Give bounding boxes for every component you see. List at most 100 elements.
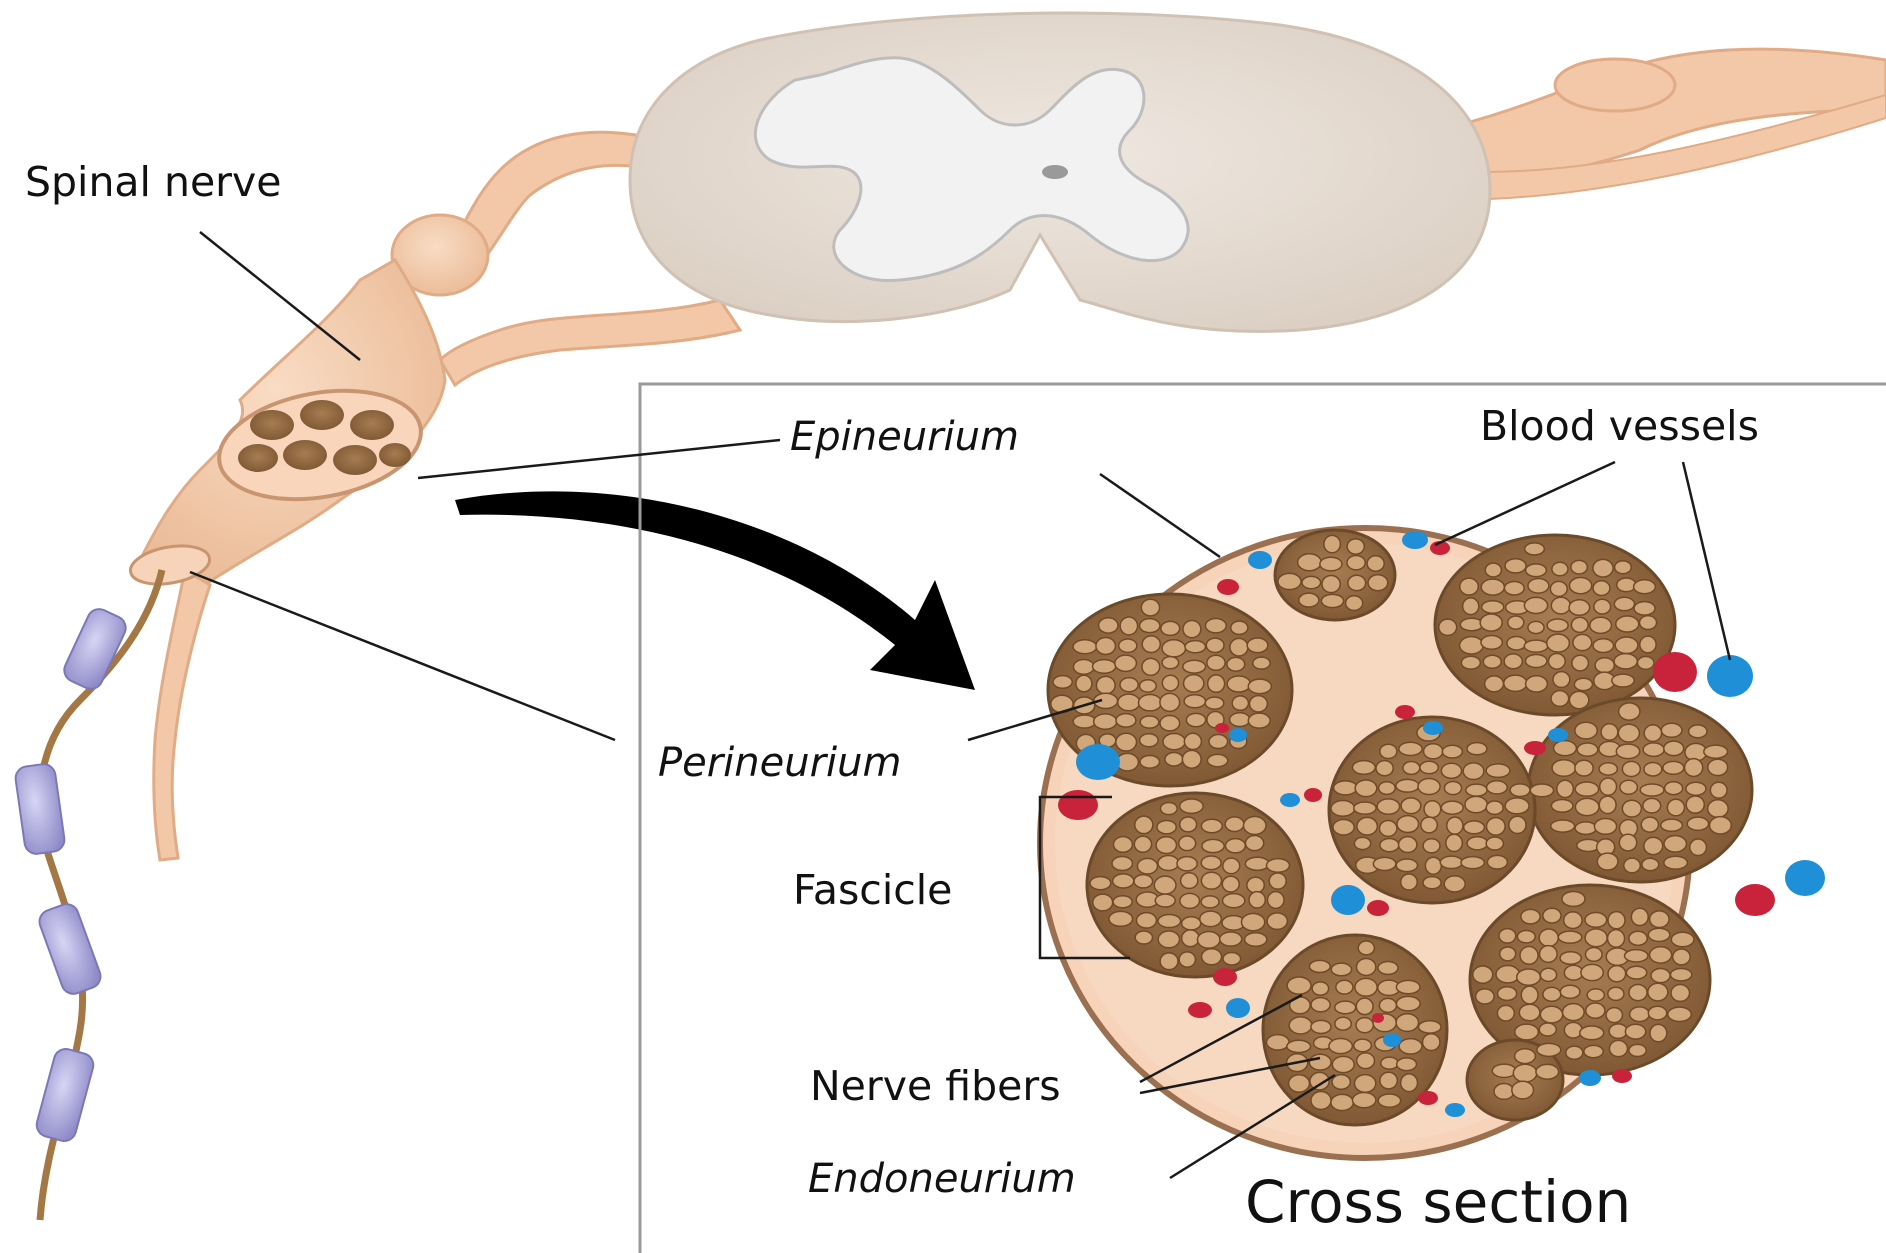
- nerve-fiber: [1519, 1004, 1540, 1021]
- nerve-fiber: [1640, 616, 1657, 630]
- label-endoneurium: Endoneurium: [808, 1156, 1076, 1202]
- nerve-fiber: [1513, 1064, 1537, 1082]
- vein: [1248, 551, 1272, 569]
- nerve-fiber: [1622, 761, 1640, 776]
- nerve-fiber: [1287, 1040, 1311, 1052]
- nerve-fiber: [1539, 929, 1558, 947]
- nerve-fiber: [1115, 655, 1137, 671]
- nerve-fiber: [1460, 618, 1483, 631]
- nerve-fiber: [1465, 796, 1487, 812]
- nerve-fiber: [1620, 780, 1638, 794]
- nerve-fiber: [1209, 735, 1228, 749]
- nerve-fiber: [1461, 857, 1484, 869]
- nerve-fiber: [1595, 658, 1614, 673]
- nerve-fiber: [1347, 555, 1365, 569]
- nerve-fiber: [1140, 680, 1157, 692]
- nerve-fiber: [1401, 1074, 1418, 1092]
- nerve-fiber: [1333, 820, 1354, 835]
- nerve-fiber: [1161, 621, 1180, 635]
- nerve-fiber: [1289, 1017, 1312, 1034]
- nerve-fiber: [1201, 896, 1219, 908]
- vein: [1226, 998, 1250, 1018]
- nerve-fiber: [1648, 928, 1670, 941]
- nerve-fiber: [1331, 801, 1355, 817]
- nerve-fiber: [1158, 931, 1179, 948]
- nerve-fiber: [1423, 877, 1441, 889]
- nerve-fiber: [1073, 640, 1097, 654]
- nerve-fiber: [1667, 799, 1684, 816]
- nerve-fiber: [1629, 1044, 1646, 1056]
- nerve-fiber: [1245, 836, 1263, 851]
- nerve-fiber: [1162, 640, 1185, 657]
- nerve-fiber: [1460, 637, 1484, 654]
- vein: [1280, 793, 1300, 807]
- nerve-fiber: [1444, 876, 1465, 892]
- nerve-fiber: [1208, 675, 1225, 692]
- nerve-fiber: [1185, 641, 1205, 653]
- nerve-fiber: [1473, 966, 1493, 983]
- nerve-fiber: [1155, 894, 1175, 907]
- nerve-fiber: [1109, 911, 1133, 926]
- nerve-fiber: [1486, 801, 1503, 814]
- nerve-fiber: [1247, 638, 1268, 653]
- nerve-fiber: [1329, 1039, 1352, 1054]
- nerve-fiber: [1521, 909, 1540, 924]
- nerve-fiber: [1180, 817, 1197, 832]
- nerve-fiber: [1225, 817, 1244, 832]
- nerve-fiber: [1505, 798, 1529, 814]
- vein: [1548, 728, 1568, 742]
- nerve-fiber: [1525, 543, 1545, 555]
- nerve-fiber: [1650, 1024, 1667, 1041]
- nerve-fiber: [1640, 636, 1656, 653]
- nerve-fiber: [1309, 1054, 1331, 1070]
- nerve-fiber: [1540, 946, 1558, 963]
- nerve-fiber: [1644, 837, 1663, 854]
- nerve-fiber: [1517, 930, 1535, 942]
- nerve-fiber: [1119, 639, 1137, 652]
- nerve-fiber: [1631, 908, 1648, 925]
- nerve-fiber: [1537, 1043, 1561, 1056]
- vein: [1383, 1033, 1401, 1047]
- nerve-fiber: [1441, 763, 1461, 778]
- nerve-fiber: [1120, 617, 1137, 635]
- ventral-root: [440, 300, 740, 385]
- nerve-fiber: [1154, 876, 1176, 894]
- nerve-fiber: [1424, 801, 1441, 818]
- nerve-fiber: [1664, 741, 1684, 755]
- nerve-fiber: [1230, 713, 1250, 727]
- nerve-fiber: [1232, 696, 1248, 710]
- nerve-fiber: [1368, 575, 1388, 591]
- nerve-fiber: [1609, 1024, 1627, 1039]
- nerve-fiber: [1515, 1024, 1539, 1040]
- nerve-fiber: [1134, 836, 1151, 852]
- leader-blood-vessels-2: [1683, 462, 1730, 660]
- nerve-fiber: [1355, 978, 1377, 996]
- nerve-fiber: [1481, 579, 1504, 595]
- nerve-fiber: [1496, 966, 1520, 983]
- nerve-fiber: [1563, 1004, 1585, 1021]
- nerve-fiber: [1200, 911, 1222, 926]
- nerve-fiber: [1466, 784, 1487, 796]
- nerve-fiber: [1593, 581, 1610, 596]
- nerve-fiber: [1423, 839, 1440, 853]
- nerve-fiber: [1197, 931, 1220, 948]
- nerve-fiber: [1253, 657, 1270, 669]
- nerve-fiber: [1540, 968, 1556, 981]
- nerve-fiber: [1663, 761, 1684, 774]
- nerve-fiber: [1177, 857, 1197, 871]
- nerve-fiber: [1553, 672, 1570, 688]
- nerve-fiber: [1625, 1024, 1645, 1039]
- nerve-fiber: [1580, 1026, 1604, 1040]
- nerve-fiber: [1179, 836, 1196, 851]
- nerve-fiber: [1597, 853, 1618, 870]
- nerve-fiber: [1557, 780, 1573, 797]
- nerve-fiber: [1379, 820, 1397, 836]
- nerve-fiber: [1335, 1017, 1351, 1030]
- nerve-fiber: [1571, 560, 1587, 574]
- nerve-fiber: [1612, 674, 1634, 687]
- vein: [1423, 721, 1443, 735]
- nerve-fiber: [1420, 761, 1439, 773]
- nerve-fiber: [1223, 858, 1240, 874]
- nerve-fiber: [1377, 799, 1399, 814]
- nerve-fiber: [1609, 1040, 1627, 1056]
